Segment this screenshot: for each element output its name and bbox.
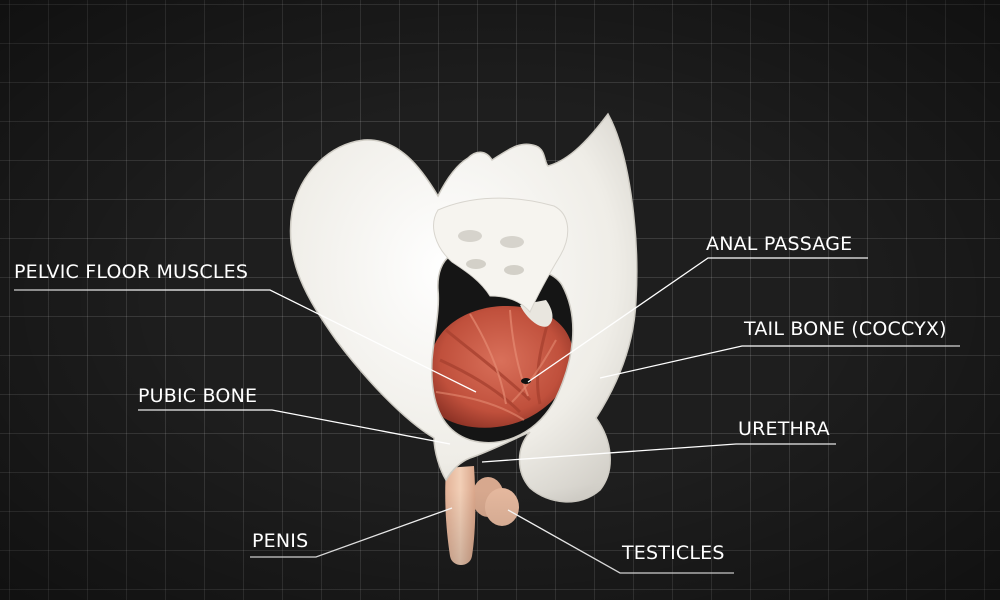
penis-shape	[445, 466, 476, 565]
leader-lines	[14, 257, 960, 574]
anal-passage-opening	[521, 378, 531, 384]
label-anal-passage: ANAL PASSAGE	[706, 233, 853, 255]
leader-line-penis	[250, 507, 453, 558]
label-pubic-bone: PUBIC BONE	[138, 385, 258, 407]
leader-line-urethra	[481, 443, 836, 463]
leader-line-testicles	[507, 509, 734, 574]
leader-line-tail-bone	[599, 345, 960, 379]
label-testicles: TESTICLES	[622, 542, 725, 564]
pelvic-floor-muscles-shape	[428, 306, 573, 428]
label-tail-bone: TAIL BONE (COCCYX)	[744, 318, 947, 340]
label-penis: PENIS	[252, 530, 309, 552]
label-urethra: URETHRA	[738, 418, 830, 440]
sacrum-shape	[433, 197, 569, 313]
leader-line-pelvic-floor	[14, 289, 477, 393]
label-pelvic-floor-muscles: PELVIC FLOOR MUSCLES	[14, 261, 249, 283]
leader-line-anal-passage	[527, 257, 868, 383]
leader-line-pubic-bone	[138, 409, 451, 445]
testicles-shape	[472, 477, 519, 526]
